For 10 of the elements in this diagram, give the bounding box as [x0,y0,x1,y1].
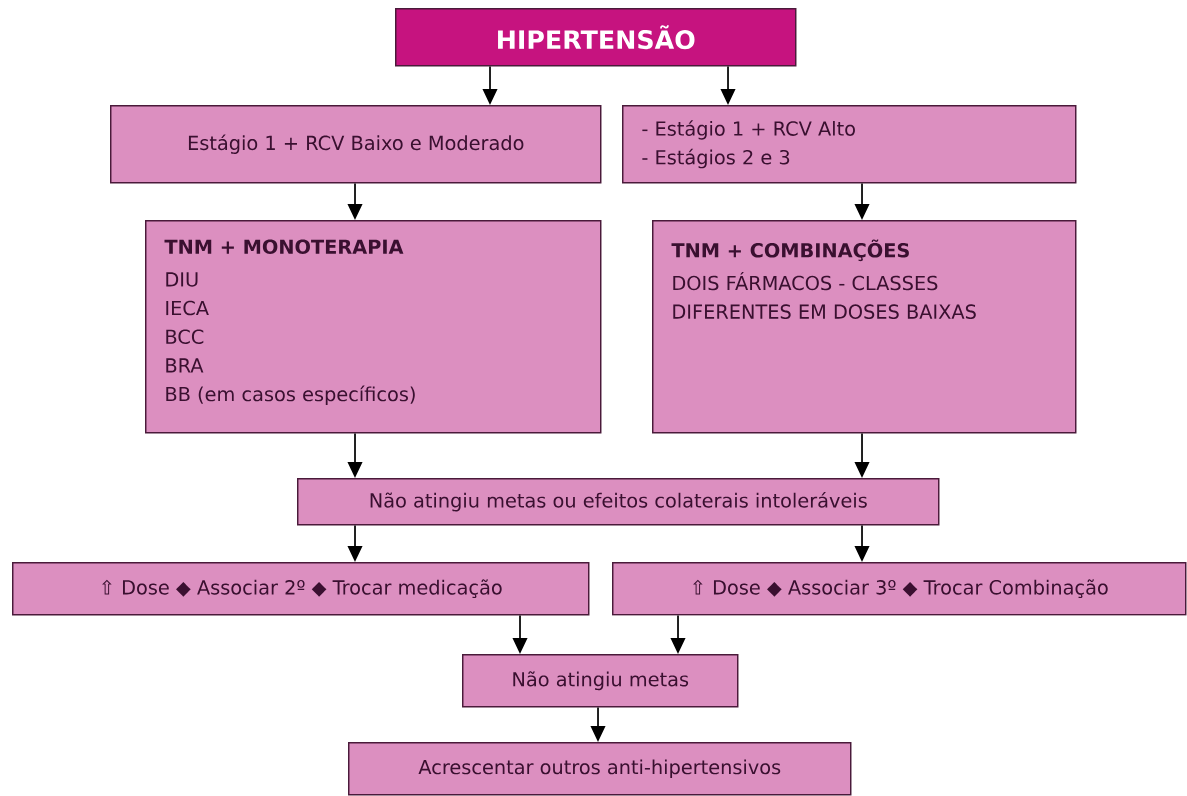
process-box: Não atingiu metas ou efeitos colaterais intoleráveis [297,478,940,526]
process-box: Não atingiu metas [462,654,739,708]
process-box: ⇧ Dose ◆ Associar 2º ◆ Trocar medicação [12,562,590,616]
process-box: Acrescentar outros anti-hipertensivos [348,742,852,796]
treatment-box: TNM + COMBINAÇÕES DOIS FÁRMACOS - CLASSES DIFERENTES EM DOSES BAIXAS [652,220,1077,434]
treatment-box: TNM + MONOTERAPIA DIU IECA BCC BRA BB (em casos específicos) [145,220,602,434]
process-box: - Estágio 1 + RCV Alto - Estágios 2 e 3 [622,105,1077,184]
process-box: ⇧ Dose ◆ Associar 3º ◆ Trocar Combinação [612,562,1187,616]
title-box: HIPERTENSÃO [395,8,797,67]
process-box: Estágio 1 + RCV Baixo e Moderado [110,105,602,184]
